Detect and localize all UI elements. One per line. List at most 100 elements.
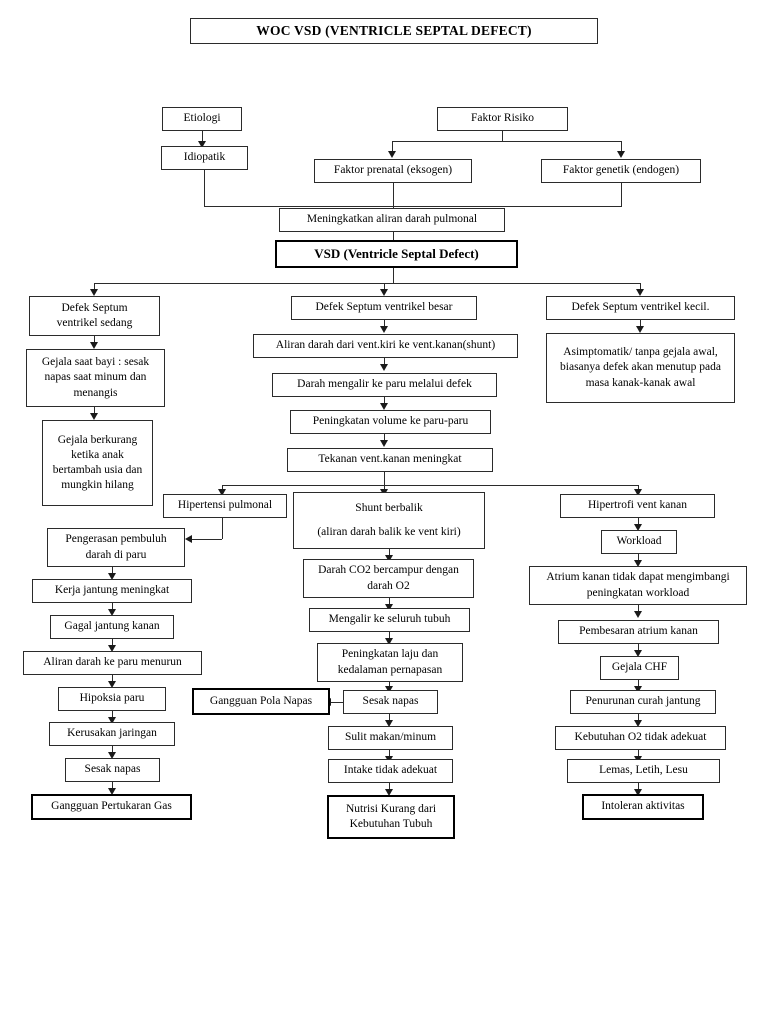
connector-shunt-co2 — [389, 549, 390, 557]
node-tekanan-vent: Tekanan vent.kanan meningkat — [287, 448, 493, 472]
arrow-hipertrofi-workload — [633, 524, 642, 531]
node-vsd: VSD (Ventricle Septal Defect) — [275, 240, 518, 268]
connector-workload-atrium — [638, 554, 639, 562]
connector-tekanan-mid — [384, 485, 385, 491]
node-darah-co2: Darah CO2 bercampur dengan darah O2 — [303, 559, 474, 598]
arrow-hipoksia-kerusakan — [107, 717, 116, 724]
node-kerusakan-jaringan: Kerusakan jaringan — [49, 722, 175, 746]
arrow-pembesaran-chf — [633, 650, 642, 657]
connector-aliran-hipoksia — [112, 675, 113, 683]
node-peningkatan-volume: Peningkatan volume ke paru-paru — [290, 410, 491, 434]
node-intoleran-aktivitas: Intoleran aktivitas — [582, 794, 704, 820]
connector-mengalir-laju — [389, 632, 390, 640]
node-pembesaran-atrium: Pembesaran atrium kanan — [558, 620, 719, 644]
connector-darah-volume — [384, 397, 385, 405]
node-atrium-tidak-dapat: Atrium kanan tidak dapat mengimbangi pen… — [529, 566, 747, 605]
arrow-kerusakan-sesak — [107, 752, 116, 759]
arrow-hipertensi-pengerasan — [185, 534, 192, 543]
connector-hipertensi-left — [192, 539, 222, 540]
arrow-kerja-gagal — [107, 609, 116, 616]
node-hipertensi-pulmonal: Hipertensi pulmonal — [163, 494, 287, 518]
connector-prenatal-down — [393, 183, 394, 206]
node-gagal-jantung: Gagal jantung kanan — [50, 615, 174, 639]
connector-penurunan-kebutuhan — [638, 714, 639, 722]
connector-tekanan-branch-bar — [222, 485, 638, 486]
node-faktor-prenatal: Faktor prenatal (eksogen) — [314, 159, 472, 183]
node-penurunan-curah: Penurunan curah jantung — [570, 690, 716, 714]
connector-sedang-gejala — [94, 336, 95, 344]
connector-risiko-branch-bar — [392, 141, 622, 142]
connector-merge-to-meningkatkan — [393, 206, 394, 208]
node-intake-tidak-adekuat: Intake tidak adekuat — [328, 759, 453, 783]
connector-vsd-down — [393, 268, 394, 283]
node-defek-besar: Defek Septum ventrikel besar — [291, 296, 477, 320]
arrow-to-prenatal — [387, 151, 396, 158]
connector-merge-bar — [204, 206, 622, 207]
node-defek-sedang: Defek Septum ventrikel sedang — [29, 296, 160, 336]
arrow-tekanan-right — [633, 489, 642, 496]
connector-faktor-risiko-stub — [502, 131, 503, 141]
arrow-to-genetik — [616, 151, 625, 158]
arrow-gejala-berkurang — [89, 413, 98, 420]
arrow-sesak-gangguan — [107, 788, 116, 795]
page-title: WOC VSD (VENTRICLE SEPTAL DEFECT) — [190, 18, 598, 44]
arrow-mengalir-laju — [384, 638, 393, 645]
node-asimptomatik: Asimptomatik/ tanpa gejala awal, biasany… — [546, 333, 735, 403]
connector-co2-mengalir — [389, 598, 390, 606]
arrow-atrium-pembesaran — [633, 611, 642, 618]
node-workload: Workload — [601, 530, 677, 554]
arrow-lemas-intoleran — [633, 789, 642, 796]
node-gejala-berkurang: Gejala berkurang ketika anak bertambah u… — [42, 420, 153, 506]
node-faktor-genetik: Faktor genetik (endogen) — [541, 159, 701, 183]
node-gejala-chf: Gejala CHF — [600, 656, 679, 680]
connector-sulit-intake — [389, 750, 390, 758]
node-sesak-napas-mid: Sesak napas — [343, 690, 438, 714]
node-defek-sedang-label: Defek Septum ventrikel sedang — [56, 301, 133, 329]
arrow-sedang-gejala — [89, 342, 98, 349]
connector-intake-nutrisi — [389, 783, 390, 791]
arrow-kecil-asimptomatik — [635, 326, 644, 333]
connector-vsd-mid — [384, 283, 385, 291]
connector-tekanan-left — [222, 485, 223, 491]
node-defek-kecil: Defek Septum ventrikel kecil. — [546, 296, 735, 320]
connector-gagal-aliran — [112, 639, 113, 647]
connector-vsd-right — [640, 283, 641, 291]
connector-idiopatik-down — [204, 170, 205, 206]
arrow-workload-atrium — [633, 560, 642, 567]
connector-shunt-darah — [384, 358, 385, 366]
node-shunt-berbalik: Shunt berbalik (aliran darah balik ke ve… — [293, 492, 485, 549]
connector-hipertrofi-workload — [638, 518, 639, 526]
connector-kerja-gagal — [112, 603, 113, 611]
arrow-vsd-mid — [379, 289, 388, 296]
node-pengerasan: Pengerasan pembuluh darah di paru — [47, 528, 185, 567]
node-sesak-napas-left: Sesak napas — [65, 758, 160, 782]
connector-hipertensi-down — [222, 518, 223, 539]
arrow-tekanan-left — [217, 489, 226, 496]
arrow-penurunan-kebutuhan — [633, 720, 642, 727]
arrow-vsd-left — [89, 289, 98, 296]
arrow-intake-nutrisi — [384, 789, 393, 796]
arrow-aliran-hipoksia — [107, 681, 116, 688]
arrow-pengerasan-kerja — [107, 573, 116, 580]
node-aliran-shunt: Aliran darah dari vent.kiri ke vent.kana… — [253, 334, 518, 358]
node-faktor-risiko: Faktor Risiko — [437, 107, 568, 131]
connector-pengerasan-kerja — [112, 567, 113, 575]
arrow-shunt-co2 — [384, 555, 393, 562]
node-meningkatkan-aliran: Meningkatkan aliran darah pulmonal — [279, 208, 505, 232]
connector-sesak-sulit — [389, 714, 390, 722]
arrow-etiologi-idiopatik — [197, 141, 206, 148]
node-etiologi: Etiologi — [162, 107, 242, 131]
connector-kerusakan-sesak — [112, 746, 113, 754]
node-gangguan-pola-napas: Gangguan Pola Napas — [192, 688, 330, 715]
connector-genetik-down — [621, 183, 622, 206]
connector-chf-penurunan — [638, 680, 639, 688]
node-kerja-jantung: Kerja jantung meningkat — [32, 579, 192, 603]
arrow-shunt-darah — [379, 364, 388, 371]
node-mengalir-tubuh: Mengalir ke seluruh tubuh — [309, 608, 470, 632]
arrow-darah-volume — [379, 403, 388, 410]
node-hipoksia: Hipoksia paru — [58, 687, 166, 711]
node-shunt-berbalik-line2: (aliran darah balik ke vent kiri) — [317, 525, 461, 538]
connector-tekanan-right — [638, 485, 639, 491]
node-idiopatik: Idiopatik — [161, 146, 248, 170]
